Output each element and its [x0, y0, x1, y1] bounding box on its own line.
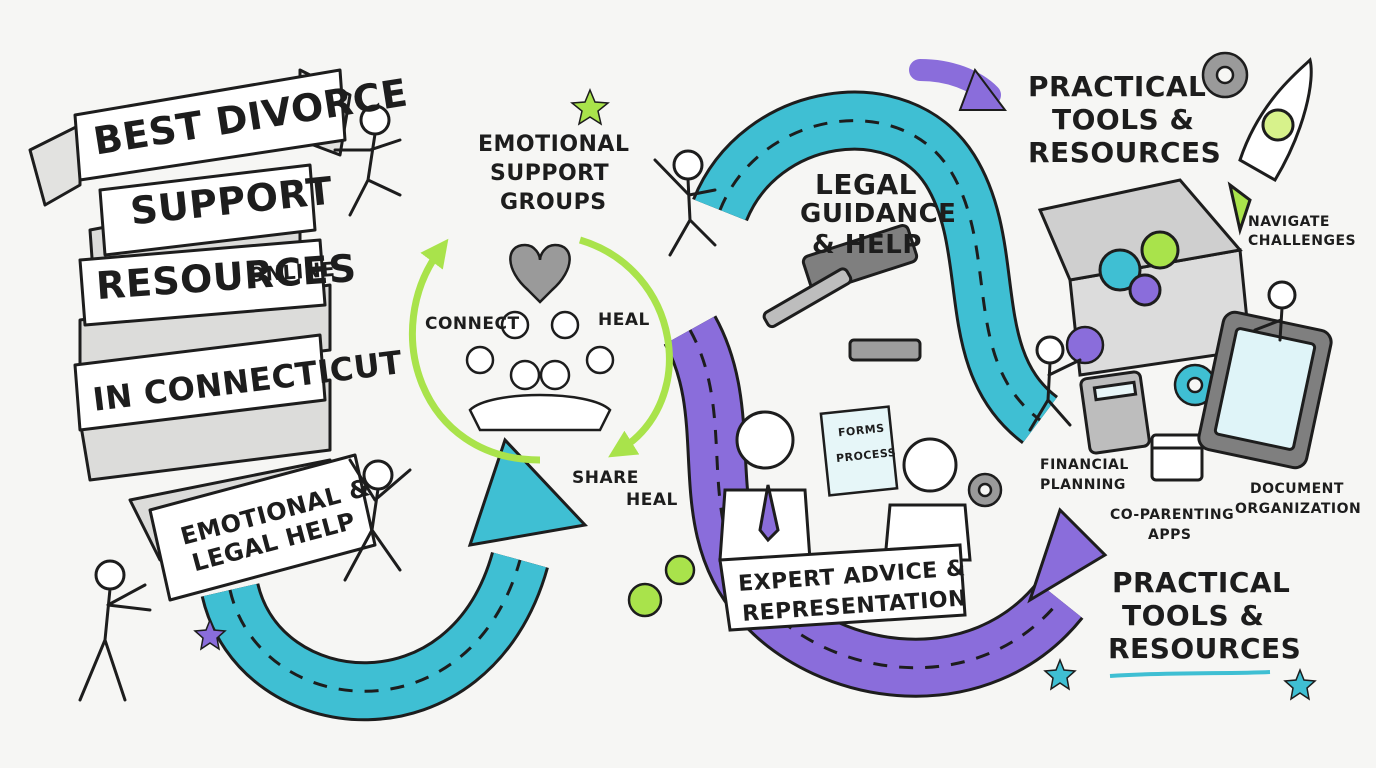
- teal-road-arrowhead: [467, 437, 589, 547]
- lawyer-figure: [718, 410, 812, 562]
- stick-figure: [343, 458, 412, 582]
- tools-title-2: TOOLS &: [1052, 103, 1195, 136]
- calculator-icon: [1079, 370, 1151, 455]
- financial-label-2: PLANNING: [1040, 477, 1126, 493]
- navigate-label-2: CHALLENGES: [1248, 233, 1357, 249]
- gavel-icon: [762, 223, 922, 362]
- ribbon-band-4: [73, 333, 327, 432]
- purple-arrow-top: [909, 59, 1007, 111]
- purple-road-arrowhead: [1027, 507, 1108, 604]
- ribbon-band-1: [73, 68, 347, 182]
- emotional-title-3: GROUPS: [500, 190, 607, 215]
- emotional-title-2: SUPPORT: [490, 161, 610, 186]
- toolbox-icon: [1037, 178, 1252, 377]
- financial-label-1: FINANCIAL: [1040, 457, 1129, 473]
- forms-document: [819, 405, 899, 497]
- ribbon-fold: [28, 123, 82, 207]
- teal-road-top: [692, 90, 1060, 444]
- ribbon-band-5: [148, 453, 377, 602]
- client-figure: [883, 437, 972, 562]
- expert-banner: [718, 543, 967, 632]
- cycle-share: SHARE: [572, 468, 639, 488]
- cycle-heal-2: HEAL: [626, 490, 678, 510]
- tools-title-1: PRACTICAL: [1028, 70, 1207, 103]
- legal-title-3: & HELP: [812, 230, 922, 260]
- tablet-checklist-icon: [1197, 310, 1333, 470]
- emotional-title-1: EMOTIONAL: [478, 132, 630, 157]
- heart-icon: [509, 243, 571, 304]
- gear-icon: [627, 51, 1249, 618]
- tools-bottom-3: RESOURCES: [1108, 632, 1302, 665]
- document-label-2: ORGANIZATION: [1235, 501, 1362, 517]
- stick-figure: [333, 104, 402, 217]
- stick-figure: [653, 149, 717, 257]
- title-ribbon: [28, 68, 377, 602]
- support-group-people: [465, 310, 615, 432]
- cycle-heal: HEAL: [598, 310, 650, 330]
- document-label-1: DOCUMENT: [1250, 481, 1344, 497]
- coparenting-label-1: CO-PARENTING: [1110, 507, 1235, 523]
- decorative-sparkles: [193, 88, 1317, 701]
- ribbon-band-3: [78, 238, 327, 327]
- emotional-cycle: [408, 236, 673, 464]
- cycle-connect: CONNECT: [425, 314, 520, 334]
- legal-title-1: LEGAL: [815, 168, 917, 201]
- rocket-icon: [1227, 57, 1313, 236]
- tools-underline: [1109, 670, 1271, 678]
- teal-road-left: [200, 437, 589, 722]
- navigate-label-1: NAVIGATE: [1248, 214, 1330, 230]
- stick-figure: [1253, 280, 1297, 342]
- tools-title-3: RESOURCES: [1028, 136, 1222, 169]
- stick-figure: [1028, 335, 1082, 432]
- calendar-icon: [1150, 433, 1204, 482]
- tools-bottom-2: TOOLS &: [1122, 599, 1265, 632]
- ribbon-band-2: [98, 163, 317, 257]
- coparenting-label-2: APPS: [1148, 527, 1192, 543]
- legal-title-2: GUIDANCE: [800, 199, 957, 229]
- stick-figure: [78, 559, 152, 702]
- tools-bottom-1: PRACTICAL: [1112, 566, 1291, 599]
